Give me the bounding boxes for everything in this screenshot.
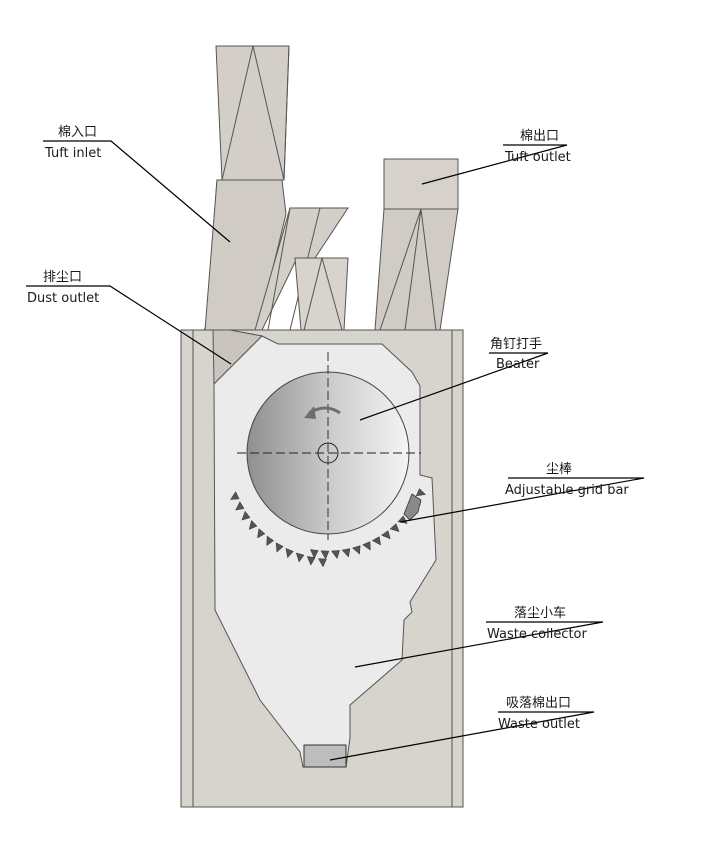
grid-bar-tooth [306,556,316,566]
grid-bar-tooth [309,549,319,559]
adjustable-grid-bar-piece [403,493,422,521]
label-beater: 角钉打手 Beater [490,337,542,372]
grid-bar-tooth [320,550,330,560]
svg-text:吸落棉出口: 吸落棉出口 [506,696,571,711]
tuft-outlet-duct [374,158,459,331]
grid-bar-tooth [380,530,391,540]
label-waste-outlet: 吸落棉出口 Waste outlet [498,696,580,732]
svg-text:棉入口: 棉入口 [58,125,97,140]
grid-bar-tooth [257,528,266,539]
beater [237,352,421,540]
svg-text:排尘口: 排尘口 [43,270,82,285]
tuft-inlet-duct [203,45,290,331]
grid-bar-tooth [266,535,275,547]
label-tuft-outlet: 棉出口 Tuft outlet [504,129,571,165]
grid-bar-tooth [318,558,327,568]
secondary-duct [254,207,349,331]
svg-text:角钉打手: 角钉打手 [490,337,542,352]
grid-bar-tooth [331,550,340,560]
label-tuft-inlet: 棉入口 Tuft inlet [44,125,101,161]
grid-bar-tooth [235,501,245,511]
svg-text:Dust outlet: Dust outlet [27,291,99,306]
grid-bar-tooth [415,488,427,497]
grid-bar-tooth [275,542,284,553]
svg-text:尘棒: 尘棒 [546,462,572,477]
grid-bar-tooth [248,519,258,530]
label-grid-bar: 尘棒 Adjustable grid bar [505,462,629,498]
grid-bar-tooth [351,545,361,555]
svg-text:Waste outlet: Waste outlet [498,717,580,732]
label-waste-collector: 落尘小车 Waste collector [487,605,588,642]
grid-bar-tooth [362,541,371,551]
rotation-arrow-icon [304,406,341,419]
svg-text:Adjustable grid bar: Adjustable grid bar [505,483,629,498]
grid-bars [230,488,427,568]
waste-outlet-box [303,744,347,768]
leader-lines [26,140,645,761]
svg-text:落尘小车: 落尘小车 [514,605,566,621]
label-dust-outlet: 排尘口 Dust outlet [27,270,99,306]
grid-bar-tooth [241,510,251,521]
svg-text:Tuft inlet: Tuft inlet [44,146,101,161]
grid-bar-tooth [230,491,240,500]
svg-text:Tuft outlet: Tuft outlet [504,150,571,165]
svg-text:棉出口: 棉出口 [520,129,559,144]
grid-bar-tooth [285,548,294,559]
grid-bar-tooth [295,552,305,563]
svg-text:Beater: Beater [496,357,540,372]
grid-bar-tooth [341,548,351,558]
svg-text:Waste collector: Waste collector [487,627,588,642]
grid-bar-tooth [389,523,400,532]
grid-bar-tooth [371,536,381,546]
